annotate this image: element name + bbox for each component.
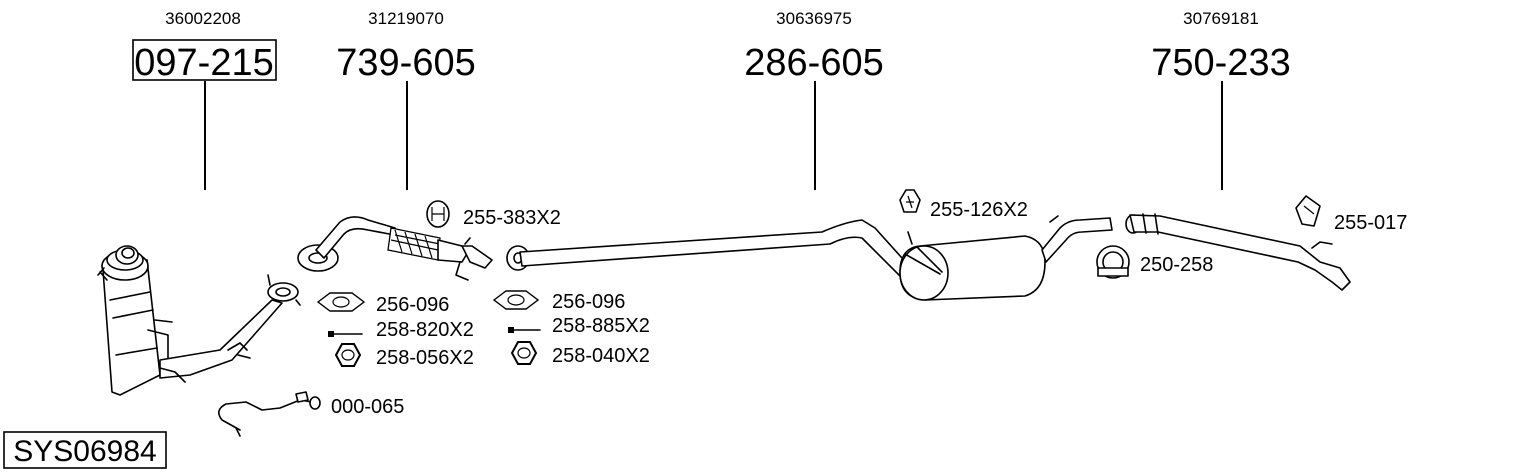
rubber-mount-2[interactable] (899, 189, 921, 213)
oe-number-2: 31219070 (368, 9, 444, 28)
rubber-mount-3[interactable] (1295, 195, 1321, 227)
part-number-3[interactable]: 286-605 (744, 42, 883, 84)
dpf-catalyst-part[interactable] (97, 245, 301, 396)
tail-pipe-part[interactable] (1125, 213, 1351, 291)
mount-1-label: 255-383X2 (463, 207, 561, 229)
gasket-2-label: 256-096 (552, 291, 625, 313)
part-number-1[interactable]: 097-215 (134, 42, 273, 84)
gasket-2[interactable] (492, 290, 540, 310)
front-pipe-flex-part[interactable] (297, 216, 493, 281)
gasket-1[interactable] (316, 292, 366, 312)
system-code: SYS06984 (13, 435, 156, 468)
rubber-mount-1[interactable] (426, 200, 450, 228)
mount-3-label: 255-017 (1334, 212, 1407, 234)
clamp-label: 250-258 (1140, 254, 1213, 276)
bolt-1[interactable] (328, 331, 363, 337)
nut-2[interactable] (510, 341, 538, 365)
system-code-box (3, 431, 167, 469)
bolt-1-label: 258-820X2 (376, 319, 474, 341)
bolt-2-label: 258-885X2 (552, 315, 650, 337)
part-number-2[interactable]: 739-605 (336, 42, 475, 84)
pipe-clamp[interactable] (1096, 245, 1130, 279)
oe-number-4: 30769181 (1183, 9, 1259, 28)
part-box-1 (132, 39, 277, 81)
sensor-pipe[interactable] (218, 391, 321, 437)
nut-1[interactable] (334, 343, 362, 367)
oe-number-1: 36002208 (165, 9, 241, 28)
nut-1-label: 258-056X2 (376, 347, 474, 369)
bolt-2[interactable] (508, 327, 541, 333)
oe-number-3: 30636975 (776, 9, 852, 28)
center-muffler-part[interactable] (506, 215, 1113, 301)
gasket-1-label: 256-096 (376, 294, 449, 316)
mount-2-label: 255-126X2 (930, 199, 1028, 221)
part-number-4[interactable]: 750-233 (1151, 42, 1290, 84)
sensor-pipe-label: 000-065 (331, 396, 404, 418)
nut-2-label: 258-040X2 (552, 345, 650, 367)
